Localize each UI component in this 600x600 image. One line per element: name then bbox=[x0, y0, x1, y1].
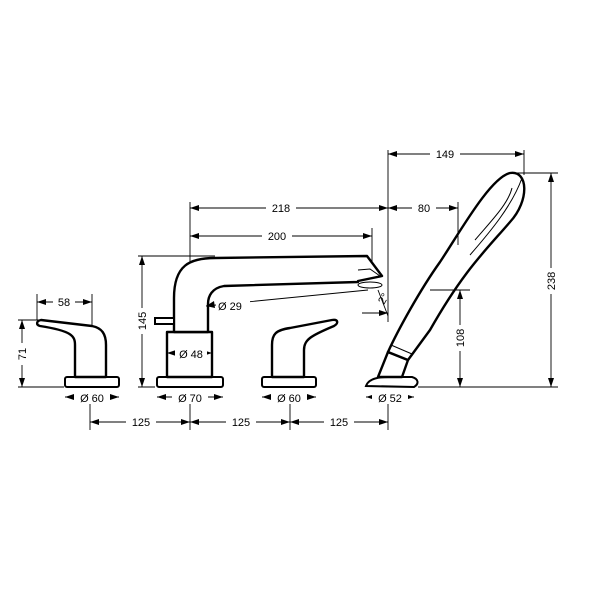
dim-aerator-diameter: Ø 29 bbox=[205, 289, 369, 313]
right-lever-handle bbox=[261, 318, 339, 388]
dim-overall-width-label: 149 bbox=[436, 149, 454, 161]
dim-spacing-2: 125 bbox=[190, 414, 290, 429]
dim-rosette-right: Ø 60 bbox=[262, 390, 316, 405]
dim-hose-offset-label: 80 bbox=[418, 203, 430, 215]
dim-rosette-right-label: Ø 60 bbox=[277, 393, 301, 405]
left-lever-handle bbox=[35, 318, 120, 388]
hand-shower bbox=[364, 171, 526, 389]
dim-rosette-left: Ø 60 bbox=[65, 390, 119, 405]
dim-lever-height-label: 71 bbox=[17, 348, 29, 360]
dim-spacing-3-label: 125 bbox=[330, 417, 348, 429]
dim-238: 238 bbox=[543, 173, 559, 387]
dim-rosette-center: Ø 70 bbox=[157, 390, 223, 405]
dim-spout-reach-total-label: 218 bbox=[272, 203, 290, 215]
dim-lever-reach-label: 58 bbox=[58, 297, 70, 309]
dim-rosette-holder-label: Ø 52 bbox=[378, 393, 402, 405]
dim-handshower-height-label: 238 bbox=[546, 272, 558, 290]
dim-218: 218 bbox=[190, 200, 388, 215]
dim-aerator-diameter-label: Ø 29 bbox=[218, 301, 242, 313]
dim-holder-height-label: 108 bbox=[455, 329, 467, 347]
dim-body-diameter: Ø 48 bbox=[167, 346, 212, 361]
dim-spacing-3: 125 bbox=[290, 414, 388, 429]
dim-spacing-2-label: 125 bbox=[232, 417, 250, 429]
dim-71: 71 bbox=[14, 320, 30, 387]
dim-spout-reach-label: 200 bbox=[268, 231, 286, 243]
dim-spacing-1-label: 125 bbox=[132, 417, 150, 429]
dim-rosette-left-label: Ø 60 bbox=[80, 393, 104, 405]
dim-200: 200 bbox=[190, 228, 372, 243]
dim-tilt-angle: 2° bbox=[362, 291, 392, 316]
dim-spout-height-label: 145 bbox=[137, 312, 149, 330]
dim-145: 145 bbox=[134, 256, 150, 387]
dim-108: 108 bbox=[452, 290, 468, 387]
dim-rosette-holder: Ø 52 bbox=[366, 390, 414, 405]
dim-tilt-angle-label: 2° bbox=[376, 291, 392, 306]
dim-body-diameter-label: Ø 48 bbox=[179, 349, 203, 361]
dim-spacing-1: 125 bbox=[90, 414, 190, 429]
dim-rosette-center-label: Ø 70 bbox=[178, 393, 202, 405]
dim-80: 80 bbox=[388, 200, 458, 215]
spout-body bbox=[154, 254, 384, 388]
dim-58: 58 bbox=[37, 294, 92, 309]
dim-149: 149 bbox=[388, 146, 524, 161]
